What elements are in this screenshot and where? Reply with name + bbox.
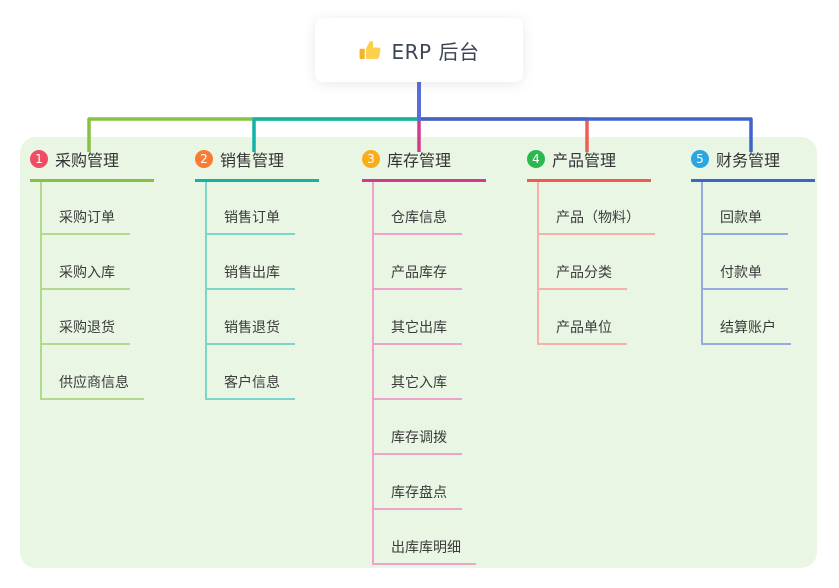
branch-number-badge: 3 [362,150,380,168]
child-node[interactable]: 采购退货 [42,290,130,345]
branch-node-5[interactable]: 5 财务管理 [691,147,815,182]
child-node[interactable]: 其它出库 [374,290,462,345]
child-node[interactable]: 库存盘点 [374,455,462,510]
child-node[interactable]: 销售订单 [207,182,295,235]
child-node[interactable]: 供应商信息 [42,345,144,400]
root-label: ERP 后台 [391,39,480,64]
child-node[interactable]: 回款单 [703,182,788,235]
branch-label: 库存管理 [387,151,452,170]
branch-node-4[interactable]: 4 产品管理 [527,147,651,182]
branch-children: 产品（物料） 产品分类 产品单位 [537,182,655,345]
child-node[interactable]: 客户信息 [207,345,295,400]
child-node[interactable]: 其它入库 [374,345,462,400]
branch-number-badge: 5 [691,150,709,168]
branch-label: 销售管理 [220,151,285,170]
child-node[interactable]: 产品（物料） [539,182,655,235]
branch-children: 采购订单 采购入库 采购退货 供应商信息 [40,182,148,400]
child-node[interactable]: 销售出库 [207,235,295,290]
branch-column-3: 3 库存管理 仓库信息 产品库存 其它出库 其它入库 库存调拨 库存盘点 出库库… [362,147,486,565]
child-node[interactable]: 出库库明细 [374,510,476,565]
child-node[interactable]: 采购订单 [42,182,130,235]
branch-node-1[interactable]: 1 采购管理 [30,147,154,182]
child-node[interactable]: 结算账户 [703,290,791,345]
branch-node-2[interactable]: 2 销售管理 [195,147,319,182]
branch-number-badge: 2 [195,150,213,168]
branch-node-3[interactable]: 3 库存管理 [362,147,486,182]
child-node[interactable]: 产品库存 [374,235,462,290]
branches-panel [20,137,817,568]
branch-number-badge: 1 [30,150,48,168]
root-node[interactable]: ERP 后台 [315,18,523,82]
branch-column-5: 5 财务管理 回款单 付款单 结算账户 [691,147,815,345]
child-node[interactable]: 仓库信息 [374,182,462,235]
child-node[interactable]: 采购入库 [42,235,130,290]
branch-children: 回款单 付款单 结算账户 [701,182,809,345]
child-node[interactable]: 库存调拨 [374,400,462,455]
branch-children: 仓库信息 产品库存 其它出库 其它入库 库存调拨 库存盘点 出库库明细 [372,182,480,565]
child-node[interactable]: 付款单 [703,235,788,290]
child-node[interactable]: 销售退货 [207,290,295,345]
branch-column-4: 4 产品管理 产品（物料） 产品分类 产品单位 [527,147,655,345]
branch-number-badge: 4 [527,150,545,168]
branch-label: 财务管理 [716,151,781,170]
child-node[interactable]: 产品分类 [539,235,627,290]
branch-label: 采购管理 [55,151,120,170]
branch-column-2: 2 销售管理 销售订单 销售出库 销售退货 客户信息 [195,147,319,400]
branch-children: 销售订单 销售出库 销售退货 客户信息 [205,182,313,400]
branch-label: 产品管理 [552,151,617,170]
branch-column-1: 1 采购管理 采购订单 采购入库 采购退货 供应商信息 [30,147,154,400]
child-node[interactable]: 产品单位 [539,290,627,345]
thumbs-up-icon [359,39,382,62]
